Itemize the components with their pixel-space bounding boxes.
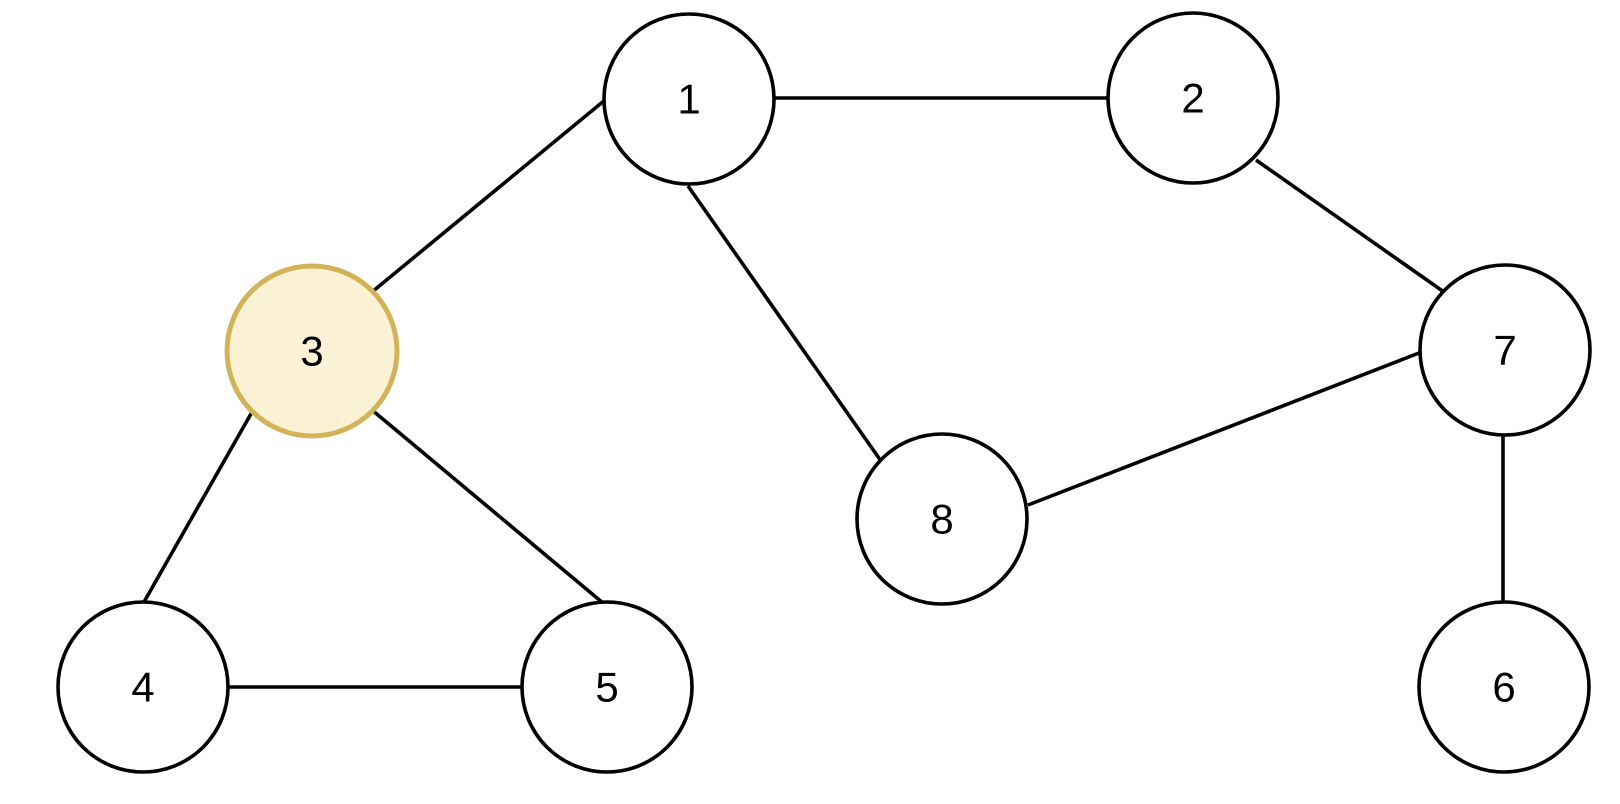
node-circle <box>1418 263 1592 437</box>
node-circle <box>520 600 694 774</box>
graph-edge-3-4 <box>142 411 254 603</box>
node-label: 7 <box>1493 327 1516 374</box>
node-circle <box>56 600 230 774</box>
graph-edge-3-5 <box>370 408 605 605</box>
graph-edge-2-7 <box>1254 158 1446 294</box>
node-circle <box>1106 11 1280 185</box>
graph-node-2: 2 <box>1106 11 1280 185</box>
graph-node-8: 8 <box>855 432 1029 606</box>
graph-node-6: 6 <box>1417 600 1591 774</box>
graph-edge-1-3 <box>370 98 607 294</box>
graph-node-1: 1 <box>602 12 776 186</box>
graph-edge-1-8 <box>686 184 883 463</box>
node-label: 5 <box>595 664 618 711</box>
node-circle-highlighted <box>224 263 400 439</box>
node-label: 6 <box>1492 664 1515 711</box>
node-label: 2 <box>1181 75 1204 122</box>
node-label: 1 <box>677 76 700 123</box>
node-label: 8 <box>930 496 953 543</box>
graph-node-4: 4 <box>56 600 230 774</box>
node-circle <box>855 432 1029 606</box>
node-label: 4 <box>131 664 154 711</box>
graph-node-3: 3 <box>224 263 400 439</box>
node-circle <box>602 12 776 186</box>
node-circle <box>1417 600 1591 774</box>
graph-edge-8-7 <box>1027 351 1420 507</box>
node-label: 3 <box>300 328 323 375</box>
graph-node-5: 5 <box>520 600 694 774</box>
graph-node-7: 7 <box>1418 263 1592 437</box>
